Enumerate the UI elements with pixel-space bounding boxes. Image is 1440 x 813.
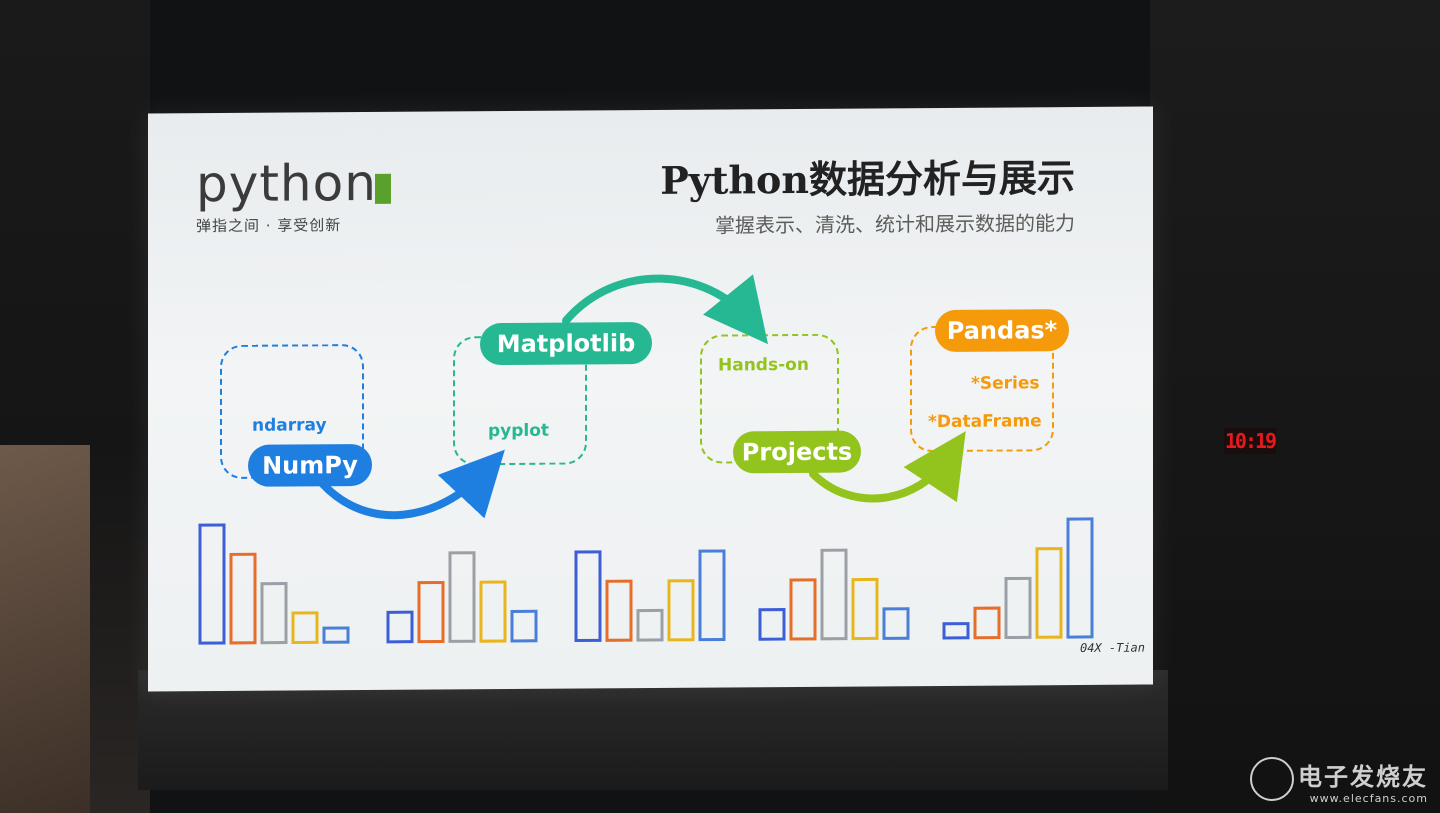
watermark: 电子发烧友 www.elecfans.com: [1250, 757, 1428, 805]
decor-bar: [636, 608, 664, 642]
decor-bar: [942, 622, 970, 640]
decor-bar: [1035, 547, 1063, 639]
arrow-projects-to-pandas: [809, 431, 966, 503]
decor-bar: [386, 610, 414, 644]
decor-bar: [698, 549, 726, 642]
decor-bar: [322, 626, 350, 644]
room-left-wall: [0, 0, 150, 813]
decor-bar: [789, 578, 817, 641]
decor-bar: [229, 552, 257, 645]
arrow-numpy-to-matplotlib: [319, 449, 505, 520]
decor-bar: [820, 548, 848, 641]
decor-bar: [574, 550, 602, 643]
decor-bar: [479, 580, 507, 643]
decor-bar: [448, 551, 476, 643]
decor-bar: [1066, 517, 1094, 639]
flow-arrows: [319, 274, 966, 520]
decor-bar: [973, 606, 1001, 640]
decor-bar: [882, 607, 910, 640]
projected-slide: python 弹指之间 · 享受创新 Python数据分析与展示 掌握表示、清洗…: [148, 106, 1153, 692]
decor-bar: [417, 580, 445, 644]
decor-bar: [1004, 576, 1032, 640]
watermark-url: www.elecfans.com: [1309, 792, 1428, 805]
room-right-wall: [1150, 0, 1440, 813]
decor-bar: [758, 608, 786, 641]
arrow-matplotlib-to-projects: [562, 274, 769, 345]
room-wall-panel: [0, 445, 90, 813]
watermark-cn: 电子发烧友: [1298, 763, 1428, 791]
decor-bar: [667, 579, 695, 642]
decor-bar: [510, 609, 538, 643]
decor-bar: [260, 582, 288, 645]
decor-bar: [291, 611, 319, 645]
decor-bar: [198, 523, 226, 645]
wall-clock-display: 10:19: [1224, 428, 1277, 454]
decorative-bar-groups: [198, 517, 1094, 645]
slide-signature: 04X -Tian: [1079, 640, 1145, 656]
watermark-logo-icon: [1250, 757, 1294, 801]
decor-bar: [605, 579, 633, 642]
decor-bar: [851, 577, 879, 641]
